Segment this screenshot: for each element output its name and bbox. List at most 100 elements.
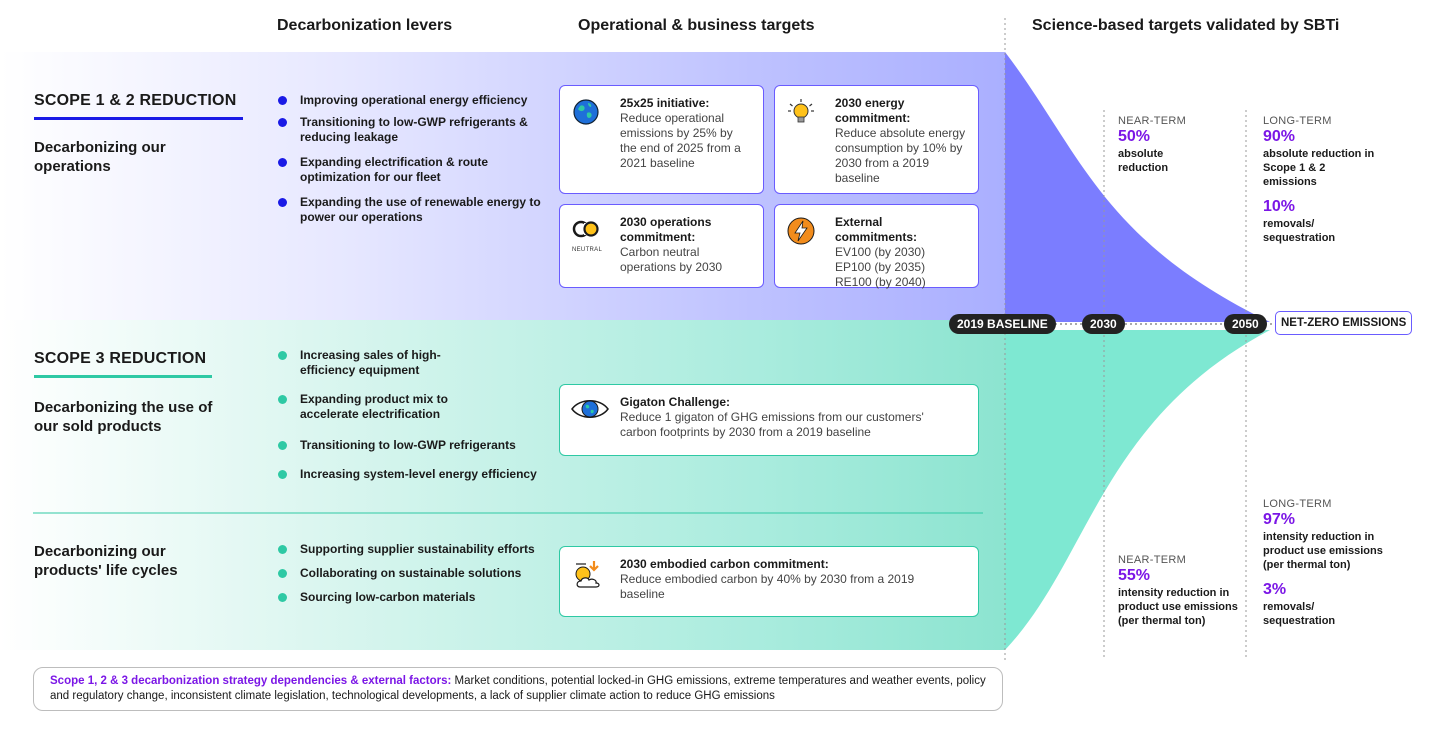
scope12-levers: Improving operational energy efficiency … <box>276 93 546 225</box>
bullet-dot <box>278 351 287 360</box>
lever-item: Increasing sales of high-efficiency equi… <box>276 348 476 378</box>
bullet-dot <box>278 569 287 578</box>
eye-globe-icon <box>571 400 609 418</box>
bullet-dot <box>278 158 287 167</box>
lifecycle-subtitle: Decarbonizing our products' life cycles <box>34 543 178 579</box>
funnel-top <box>1005 52 1270 322</box>
net-zero-badge: NET-ZERO EMISSIONS <box>1275 311 1413 335</box>
lever-text: Increasing system-level energy efficienc… <box>300 467 537 481</box>
funnel-bottom <box>1005 330 1270 650</box>
card-embodied-carbon: 2030 embodied carbon commitment: Reduce … <box>559 546 979 617</box>
lever-text: Supporting supplier sustainability effor… <box>300 542 535 556</box>
bullet-dot <box>278 118 287 127</box>
target-label: NEAR-TERM <box>1118 115 1187 127</box>
target-value: 50% <box>1118 128 1151 145</box>
bullet-dot <box>278 593 287 602</box>
card-energy-commitment: 2030 energy commitment: Reduce absolute … <box>774 85 979 194</box>
co-neutral-label: NEUTRAL <box>572 247 603 253</box>
lever-item: Expanding product mix to accelerate elec… <box>276 392 476 422</box>
card-title: 2030 embodied carbon commitment: <box>620 557 829 571</box>
lever-text: Transitioning to low-GWP refrigerants <box>300 438 516 452</box>
card-text: Reduce absolute energy consumption by 10… <box>835 126 966 185</box>
header-levers: Decarbonization levers <box>277 17 453 34</box>
card-text: Carbon neutral operations by 2030 <box>620 245 723 274</box>
sbti-bottom-long: LONG-TERM 97% intensity reduction in pro… <box>1263 498 1388 628</box>
lightbulb-icon <box>788 99 814 123</box>
scope3-underline <box>34 375 212 378</box>
sbti-top-long: LONG-TERM 90% absolute reduction in Scop… <box>1263 115 1383 245</box>
card-title: 2030 operations commitment: <box>620 215 712 244</box>
lightning-icon <box>787 217 815 245</box>
lever-text: Increasing sales of high-efficiency equi… <box>300 348 441 377</box>
lever-text: Transitioning to low-GWP refrigerants & … <box>300 115 528 144</box>
card-title: Gigaton Challenge: <box>620 395 731 409</box>
co-neutral-icon <box>572 220 599 238</box>
dependencies-footer: Scope 1, 2 & 3 decarbonization strategy … <box>33 667 1003 711</box>
scope12-underline <box>34 117 243 120</box>
header-sbti: Science-based targets validated by SBTi <box>1032 17 1340 34</box>
lever-item: Expanding the use of renewable energy to… <box>276 195 546 225</box>
lever-text: Expanding electrification & route optimi… <box>300 155 489 184</box>
removal-text: removals/ sequestration <box>1263 601 1336 627</box>
target-text: intensity reduction in product use emiss… <box>1118 587 1238 627</box>
timeline-baseline: 2019 BASELINE <box>949 314 1056 334</box>
target-value: 97% <box>1263 511 1296 528</box>
lever-text: Improving operational energy efficiency <box>300 93 528 107</box>
scope3-levers: Increasing sales of high-efficiency equi… <box>276 348 546 482</box>
bullet-dot <box>278 96 287 105</box>
lever-text: Sourcing low-carbon materials <box>300 590 476 604</box>
scope3-subtitle: Decarbonizing the use of our sold produc… <box>34 399 213 435</box>
bullet-dot <box>278 470 287 479</box>
lever-text: Expanding the use of renewable energy to… <box>300 195 541 224</box>
lever-text: Collaborating on sustainable solutions <box>300 566 522 580</box>
globe-icon <box>573 99 599 125</box>
bullet-dot <box>278 545 287 554</box>
bullet-dot <box>278 395 287 404</box>
card-operations-commitment: NEUTRAL 2030 operations commitment: Carb… <box>559 204 764 288</box>
lifecycle-levers: Supporting supplier sustainability effor… <box>276 542 556 605</box>
bullet-dot <box>278 441 287 450</box>
lever-item: Transitioning to low-GWP refrigerants & … <box>276 115 546 145</box>
target-label: NEAR-TERM <box>1118 554 1187 566</box>
card-text: Reduce operational emissions by 25% by t… <box>620 111 741 170</box>
card-title: 25x25 initiative: <box>620 96 710 110</box>
card-text: Reduce embodied carbon by 40% by 2030 fr… <box>620 572 915 601</box>
sbti-top-near: NEAR-TERM 50% absolute reduction <box>1118 115 1238 175</box>
header-targets: Operational & business targets <box>578 17 815 34</box>
footer-text: Market conditions, potential locked-in G… <box>50 675 986 702</box>
lever-text: Expanding product mix to accelerate elec… <box>300 392 449 421</box>
card-text: EV100 (by 2030) EP100 (by 2035) RE100 (b… <box>835 245 926 289</box>
lever-item: Expanding electrification & route optimi… <box>276 155 546 185</box>
removal-value: 3% <box>1263 581 1287 598</box>
scope3-title: SCOPE 3 REDUCTION <box>34 350 207 367</box>
target-label: LONG-TERM <box>1263 498 1332 510</box>
removal-value: 10% <box>1263 198 1296 215</box>
lever-item: Improving operational energy efficiency <box>276 93 546 108</box>
card-title: External commitments: <box>835 215 918 244</box>
timeline-2050: 2050 <box>1224 314 1267 334</box>
footer-lead: Scope 1, 2 & 3 decarbonization strategy … <box>50 675 452 687</box>
card-gigaton-challenge: Gigaton Challenge: Reduce 1 gigaton of G… <box>559 384 979 456</box>
lever-item: Supporting supplier sustainability effor… <box>276 542 556 557</box>
sun-cloud-icon <box>575 561 600 588</box>
card-25x25: 25x25 initiative: Reduce operational emi… <box>559 85 764 194</box>
lever-item: Transitioning to low-GWP refrigerants <box>276 438 546 453</box>
lever-item: Sourcing low-carbon materials <box>276 590 556 605</box>
scope12-title: SCOPE 1 & 2 REDUCTION <box>34 92 237 109</box>
lever-item: Increasing system-level energy efficienc… <box>276 467 546 482</box>
target-text: absolute reduction <box>1118 148 1169 174</box>
card-external-commitments: External commitments: EV100 (by 2030) EP… <box>774 204 979 289</box>
timeline-2030: 2030 <box>1082 314 1125 334</box>
target-value: 90% <box>1263 128 1296 145</box>
card-text: Reduce 1 gigaton of GHG emissions from o… <box>620 410 924 439</box>
sbti-bottom-near: NEAR-TERM 55% intensity reduction in pro… <box>1118 554 1243 628</box>
scope12-subtitle: Decarbonizing our operations <box>34 139 166 175</box>
lever-item: Collaborating on sustainable solutions <box>276 566 556 581</box>
card-title: 2030 energy commitment: <box>835 96 911 125</box>
removal-text: removals/ sequestration <box>1263 218 1336 244</box>
bullet-dot <box>278 198 287 207</box>
target-text: intensity reduction in product use emiss… <box>1263 531 1383 571</box>
target-value: 55% <box>1118 567 1151 584</box>
target-text: absolute reduction in Scope 1 & 2 emissi… <box>1263 148 1375 188</box>
target-label: LONG-TERM <box>1263 115 1332 127</box>
